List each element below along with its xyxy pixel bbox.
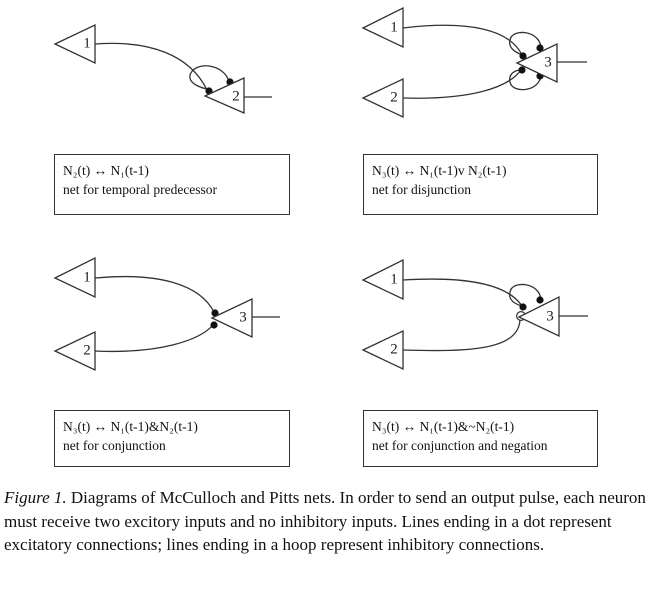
self-loop-3 [509,283,542,307]
formula: N₃(t) ↔ N₁(t-1)v N₂(t-1) [372,163,507,178]
connection-2-to-3 [402,69,522,99]
caption-text: Diagrams of McCulloch and Pitts nets. In… [4,488,646,554]
description: net for temporal predecessor [63,182,218,197]
connection-1-to-3 [402,278,523,307]
excitatory-dot [536,296,544,304]
panel-conjunction-negation: 1 2 3 [361,258,588,371]
panel-conjunction-label-box: N₃(t) ↔ N₁(t-1)&N₂(t-1) net for conjunct… [54,410,290,467]
neuron-3-label: 3 [239,309,247,325]
self-loop-2 [189,65,230,91]
excitatory-dot [210,321,218,329]
connection-2-to-3 [94,324,214,353]
neuron-3 [515,42,558,84]
excitatory-dot [518,66,526,74]
panel-conjunction-negation-label-box: N₃(t) ↔ N₁(t-1)&~N₂(t-1) net for conjunc… [363,410,598,467]
formula: N₂(t) ↔ N₁(t-1) [63,163,149,178]
neuron-2-label: 2 [83,342,91,358]
neuron-2 [203,76,245,114]
excitatory-dot [519,303,527,311]
neuron-2-label: 2 [390,341,398,357]
self-loop-3b [509,69,542,91]
neuron-3-label: 3 [546,308,554,324]
connection-1-to-2 [94,42,208,91]
panel-conjunction: 1 2 3 [53,256,280,372]
figure-label: Figure 1. [4,488,67,507]
self-loop-3 [509,31,542,56]
excitatory-dot [536,44,544,52]
neuron-2-label: 2 [390,89,398,105]
description: net for disjunction [372,182,471,197]
formula: N₃(t) ↔ N₁(t-1)&N₂(t-1) [63,419,198,434]
neuron-1-label: 1 [83,35,91,51]
connection-1-to-3 [94,275,215,313]
description: net for conjunction [63,438,166,453]
inhibitory-connection-2-to-3 [402,319,521,352]
description: net for conjunction and negation [372,438,548,453]
panel-disjunction: 1 2 3 [361,6,587,119]
neuron-1-label: 1 [390,19,398,35]
neuron-2-label: 2 [232,88,240,104]
neuron-3-label: 3 [544,54,552,70]
figure-caption: Figure 1. Diagrams of McCulloch and Pitt… [4,486,664,557]
excitatory-dot [211,309,219,317]
neuron-3 [210,297,253,339]
connection-1-to-3 [402,24,523,56]
panel-temporal-predecessor: 1 2 [53,23,272,114]
panel-disjunction-label-box: N₃(t) ↔ N₁(t-1)v N₂(t-1) net for disjunc… [363,154,598,215]
panel-temporal-predecessor-label-box: N₂(t) ↔ N₁(t-1) net for temporal predece… [54,154,290,215]
formula: N₃(t) ↔ N₁(t-1)&~N₂(t-1) [372,419,515,434]
neuron-1-label: 1 [83,269,91,285]
neuron-1-label: 1 [390,271,398,287]
excitatory-dot [519,52,527,60]
